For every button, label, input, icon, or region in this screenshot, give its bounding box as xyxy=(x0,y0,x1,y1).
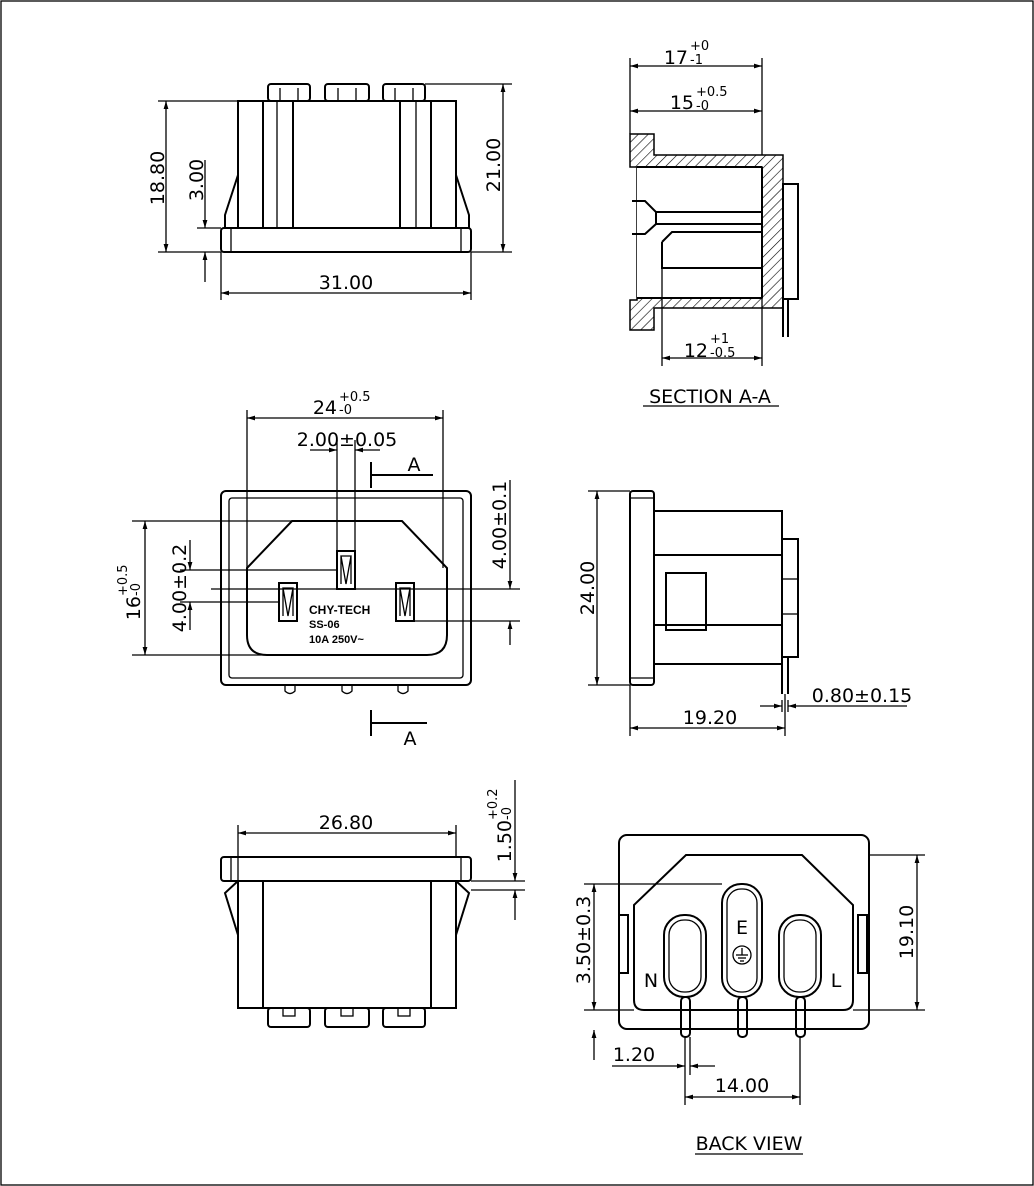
back-dim-pin-dia: 1.20 xyxy=(613,1044,655,1066)
section-dim-15: 15 xyxy=(670,92,694,114)
front-dim-24-tol-upper: +0.5 xyxy=(339,390,371,405)
section-mark-top: A xyxy=(408,454,421,476)
back-dim-pin-offset: 3.50±0.3 xyxy=(573,896,595,984)
front-dim-16: 16 xyxy=(123,596,145,620)
model-label: SS-06 xyxy=(309,619,340,631)
bottom-dim-flange-tol-upper: +0.2 xyxy=(486,788,501,820)
front-dim-24-tol-lower: -0 xyxy=(339,403,352,418)
ground-icon xyxy=(732,945,752,965)
back-dim-spacing: 14.00 xyxy=(715,1075,769,1097)
front-dim-4-right: 4.00±0.1 xyxy=(489,481,511,569)
section-view: 17 +0 -1 15 +0.5 -0 12 +1 -0.5 SECTION A… xyxy=(629,39,799,408)
bottom-dim-flange: 1.50 xyxy=(494,820,516,862)
top-dim-flange: 3.00 xyxy=(186,159,208,201)
section-dim-15-tol-lower: -0 xyxy=(696,99,709,114)
back-dim-height: 19.10 xyxy=(896,905,918,959)
front-dim-4-left: 4.00±0.2 xyxy=(169,544,191,632)
section-dim-12: 12 xyxy=(684,340,708,362)
top-dim-height-outer: 18.80 xyxy=(147,151,169,205)
top-dim-width: 31.00 xyxy=(319,272,373,294)
top-view: 18.80 3.00 21.00 31.00 xyxy=(147,83,512,300)
bottom-dim-width: 26.80 xyxy=(319,812,373,834)
label-l: L xyxy=(831,970,842,992)
section-dim-12-tol-upper: +1 xyxy=(710,332,729,347)
front-dim-16-tol-upper: +0.5 xyxy=(116,564,131,596)
label-n: N xyxy=(644,970,658,992)
rating-label: 10A 250V~ xyxy=(309,634,365,646)
side-dim-pin: 0.80±0.15 xyxy=(812,685,913,707)
section-dim-12-tol-lower: -0.5 xyxy=(710,346,735,361)
label-e: E xyxy=(736,917,748,939)
back-view: E N L 19.10 3.50±0.3 1.20 14.00 BACK VIE… xyxy=(573,834,925,1155)
front-dim-24: 24 xyxy=(313,397,337,419)
front-dim-pin-width: 2.00±0.05 xyxy=(297,429,398,451)
brand-label: CHY-TECH xyxy=(309,603,370,617)
front-dim-16-tol-lower: -0 xyxy=(129,583,144,596)
section-dim-17: 17 xyxy=(664,47,688,69)
front-view: CHY-TECH SS-06 10A 250V~ A A 2 xyxy=(116,390,520,750)
top-dim-total-height: 21.00 xyxy=(483,138,505,192)
side-dim-height: 24.00 xyxy=(577,561,599,615)
section-dim-15-tol-upper: +0.5 xyxy=(696,85,728,100)
side-dim-depth: 19.20 xyxy=(683,707,737,729)
section-dim-17-tol-upper: +0 xyxy=(690,39,709,54)
section-mark-bottom: A xyxy=(404,728,417,750)
side-view: 24.00 19.20 0.80±0.15 xyxy=(577,490,913,736)
section-dim-17-tol-lower: -1 xyxy=(690,53,703,68)
bottom-view: 26.80 1.50 +0.2 -0 xyxy=(220,780,525,1028)
bottom-dim-flange-tol-lower: -0 xyxy=(500,807,515,820)
back-view-title: BACK VIEW xyxy=(696,1133,803,1155)
section-title: SECTION A-A xyxy=(649,386,771,408)
